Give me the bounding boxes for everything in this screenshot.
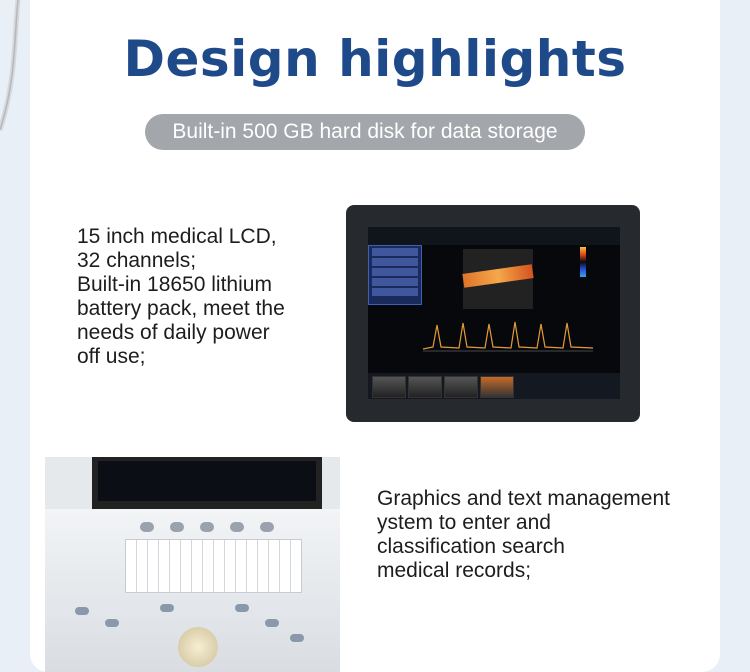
control-button xyxy=(75,607,89,615)
control-button xyxy=(235,604,249,612)
screen-topbar xyxy=(368,227,620,245)
doppler-image xyxy=(462,249,534,309)
monitor-image xyxy=(346,205,640,422)
cable-image xyxy=(0,0,21,131)
control-button xyxy=(290,634,304,642)
screen-menu xyxy=(368,245,422,305)
laptop-screen xyxy=(98,461,316,501)
control-panel xyxy=(45,509,340,672)
thumbnail xyxy=(372,376,406,398)
ultrasound-screen xyxy=(368,227,620,399)
control-button xyxy=(105,619,119,627)
laptop-lid xyxy=(92,457,322,509)
page-title: Design highlights xyxy=(123,30,627,88)
thumbnail xyxy=(408,376,442,398)
thumbnail xyxy=(480,376,514,398)
feature-text-records: Graphics and text management ystem to en… xyxy=(377,487,670,582)
color-scale xyxy=(580,247,586,277)
thumbnail-strip xyxy=(368,373,620,399)
subtitle-badge: Built-in 500 GB hard disk for data stora… xyxy=(145,114,585,150)
blood-flow xyxy=(462,264,534,288)
control-button xyxy=(160,604,174,612)
trackball xyxy=(178,627,218,667)
control-button xyxy=(265,619,279,627)
keyboard xyxy=(125,539,302,593)
thumbnail xyxy=(444,376,478,398)
ultrasound-laptop-image xyxy=(45,457,340,672)
feature-text-lcd: 15 inch medical LCD, 32 channels; Built-… xyxy=(77,225,285,368)
spectral-waveform xyxy=(423,321,593,352)
